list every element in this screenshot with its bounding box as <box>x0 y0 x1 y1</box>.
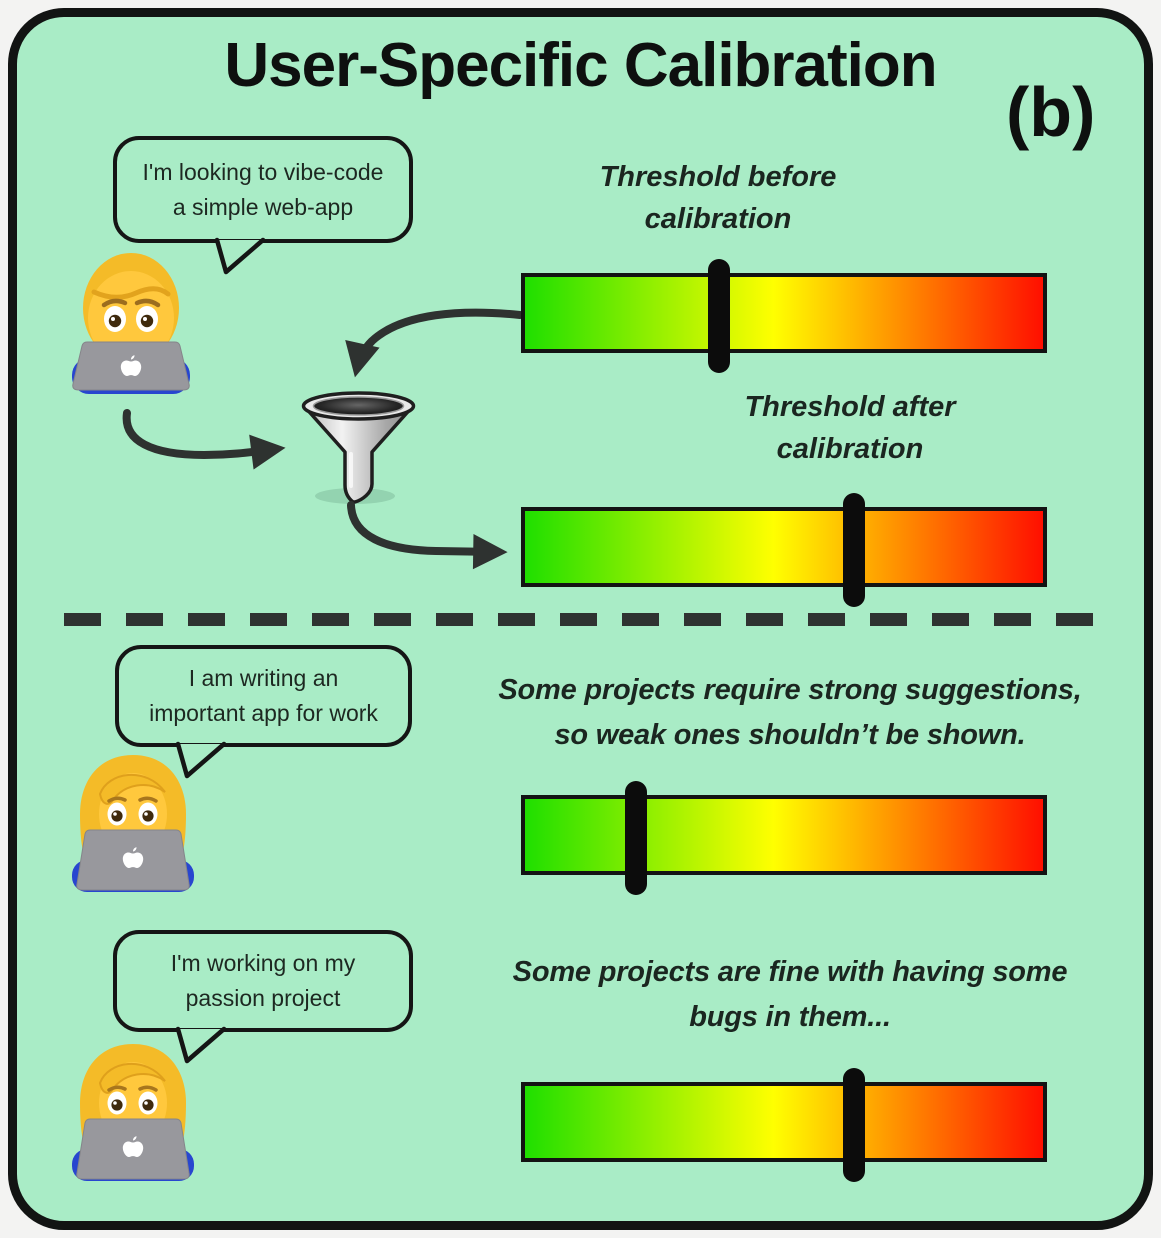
threshold-marker <box>625 781 648 895</box>
eyebrow <box>101 298 128 308</box>
risk-bar-after-calibration <box>521 493 1047 607</box>
figure-title: User-Specific Calibration <box>224 31 937 100</box>
speech-bubble-tail <box>214 237 266 275</box>
risk-bar-passion-project <box>521 1068 1047 1182</box>
label-line: Threshold after <box>744 391 956 423</box>
eyebrow <box>138 1085 158 1092</box>
woman-technologist-emoji <box>72 1044 194 1181</box>
speech-line: a simple web-app <box>172 193 354 220</box>
apple-logo <box>122 1136 144 1157</box>
label-line: calibration <box>644 203 792 235</box>
annotation-line: bugs in them... <box>689 1001 891 1033</box>
man-technologist-emoji <box>72 253 190 394</box>
hair-fringe <box>98 774 166 805</box>
apple-logo <box>122 847 144 868</box>
threshold-marker <box>708 259 731 373</box>
speech-line: I'm working on my <box>170 950 356 976</box>
speech-line: I am writing an <box>188 665 339 691</box>
risk-bar-before-calibration <box>521 259 1047 373</box>
speech-line: I'm looking to vibe-code <box>142 158 384 185</box>
annotation-line: Some projects require strong suggestions… <box>498 674 1082 706</box>
speech-line: important app for work <box>149 700 378 726</box>
label-line: Threshold before <box>599 161 837 193</box>
threshold-marker <box>842 1068 865 1182</box>
dashed-divider <box>64 613 1098 626</box>
woman-technologist-emoji <box>72 755 194 892</box>
label-line: calibration <box>776 433 924 465</box>
speech-bubble-tail <box>175 741 227 779</box>
threshold-after-label: Threshold after calibration <box>650 386 1050 470</box>
panel-label: (b) <box>1006 73 1096 151</box>
apple-logo <box>120 355 142 376</box>
funnel-icon <box>301 391 416 504</box>
eyebrow <box>107 1085 127 1092</box>
speech-bubble-passion-project: I'm working on my passion project <box>113 930 413 1032</box>
annotation-bugs-ok: Some projects are fine with having some … <box>470 950 1110 1040</box>
hair-fringe <box>98 1063 166 1094</box>
speech-line: passion project <box>185 985 341 1011</box>
threshold-before-label: Threshold before calibration <box>518 156 918 240</box>
annotation-line: so weak ones shouldn’t be shown. <box>554 719 1026 751</box>
annotation-line: Some projects are fine with having some <box>512 956 1068 988</box>
speech-bubble-tail <box>175 1026 227 1064</box>
speech-bubble-work-app: I am writing an important app for work <box>115 645 412 747</box>
speech-bubble-vibe-code: I'm looking to vibe-code a simple web-ap… <box>113 136 413 243</box>
risk-bar-work-app <box>521 781 1047 895</box>
eyebrow <box>107 796 127 803</box>
eyebrow <box>138 796 158 803</box>
eyebrow <box>134 298 161 308</box>
threshold-marker <box>842 493 865 607</box>
annotation-strong-suggestions: Some projects require strong suggestions… <box>470 668 1110 758</box>
